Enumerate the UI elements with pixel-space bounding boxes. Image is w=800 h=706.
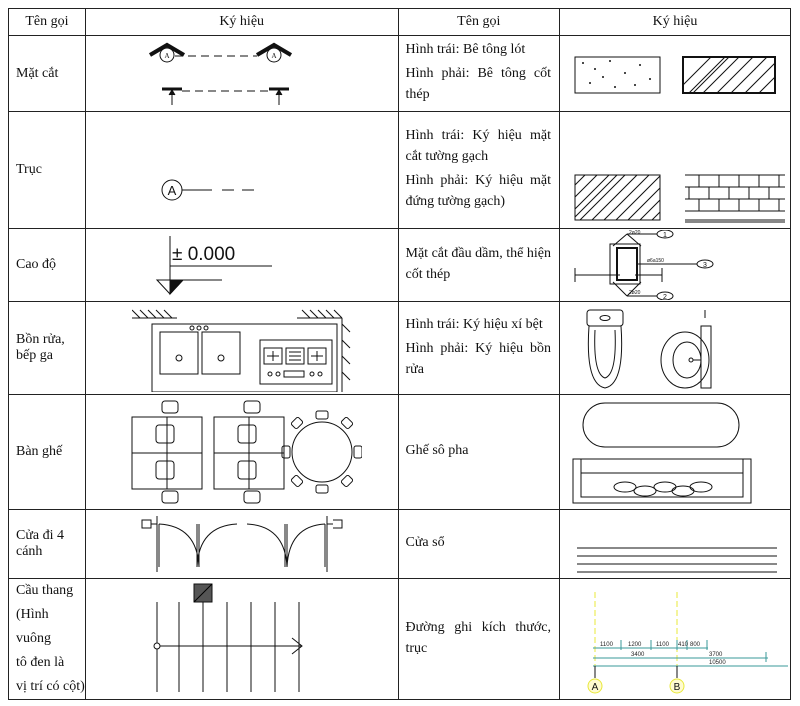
callout-2: 2 <box>663 294 667 300</box>
window-symbol <box>559 509 791 579</box>
row-name: Cao độ <box>8 228 86 302</box>
row-description: Cửa sổ <box>397 509 560 579</box>
dim-label: 1200 <box>628 642 642 648</box>
dim-label: 3400 <box>631 652 645 658</box>
desc-line: Ghế sô pha <box>405 443 469 458</box>
table-row: Cao độ ± 0.000 Mặt cắt đầu dầm, thể hiện… <box>8 228 791 302</box>
name-line: vị trí có cột) <box>16 679 85 694</box>
header-name-1: Tên gọi <box>8 8 86 36</box>
desc-line: Hình trái: Ký hiệu xí bệt <box>405 316 543 332</box>
dim-label: 1100 <box>600 642 614 648</box>
row-description: Đường ghi kích thước, trục <box>397 578 560 700</box>
desc-line: Mặt cắt đầu dầm, thể hiện cốt thép <box>405 245 552 282</box>
table-row: Bàn ghế Ghế sô pha <box>8 394 791 510</box>
brick-wall-symbols <box>559 111 791 229</box>
four-leaf-door-symbol <box>84 509 399 579</box>
header-row: Tên gọi Ký hiệu Tên gọi Ký hiệu <box>8 8 791 36</box>
callout-3: 3 <box>703 262 707 269</box>
axis-label: A <box>167 183 176 198</box>
table-row: Cửa đi 4 cánh Cửa sổ <box>8 509 791 579</box>
table-row: Bồn rửa, bếp ga Hình trái: Ký hiệu xí bệ… <box>8 301 791 395</box>
sink-stove-symbol <box>84 301 399 395</box>
table-row: Mặt cắt A A Hình trái: Bê tông lót Hình … <box>8 35 791 112</box>
row-name: Mặt cắt <box>8 35 86 112</box>
row-name: Cầu thang (Hình vuông tô đen là vị trí c… <box>8 578 86 700</box>
name-line: (Hình vuông <box>16 607 51 646</box>
dim-label: 410 <box>678 642 689 648</box>
desc-line: Đường ghi kích thước, trục <box>405 619 552 656</box>
dim-label: 1100 <box>656 642 670 648</box>
callout-1: 1 <box>663 232 667 239</box>
dim-label: 800 <box>690 642 701 648</box>
section-label: A <box>271 52 276 60</box>
dim-label: 10500 <box>709 660 726 666</box>
stair-symbol <box>84 578 399 700</box>
header-name-2: Tên gọi <box>397 8 560 36</box>
dimension-line-symbol: 1100 1200 1100 410 800 3400 3700 10500 A… <box>559 578 791 700</box>
sofa-symbol <box>559 394 791 510</box>
name-line: Cầu thang <box>16 583 74 598</box>
rebar-label: 2ø20 <box>629 290 641 296</box>
section-symbol: A A <box>84 35 399 112</box>
table-row: Cầu thang (Hình vuông tô đen là vị trí c… <box>8 578 791 700</box>
desc-line: Cửa sổ <box>405 535 445 550</box>
stirrup-label: ø6a150 <box>647 258 664 264</box>
desc-line: Hình phải: Ký hiệu mặt đứng tường gạch) <box>405 173 552 209</box>
name-line: tô đen là <box>16 655 65 670</box>
header-symbol-1: Ký hiệu <box>84 8 399 36</box>
axis-bubble-a: A <box>591 682 598 693</box>
desc-line: Hình phải: Ký hiệu bồn rửa <box>405 340 552 377</box>
row-description: Mặt cắt đầu dầm, thể hiện cốt thép <box>397 228 560 302</box>
row-description: Hình trái: Bê tông lót Hình phải: Bê tôn… <box>397 35 560 112</box>
heading-fragment <box>0 0 200 6</box>
concrete-symbols <box>559 35 791 112</box>
desc-line: Hình trái: Ký hiệu mặt cắt tường gạch <box>405 128 552 164</box>
dim-label: 3700 <box>709 652 723 658</box>
header-symbol-2: Ký hiệu <box>559 8 791 36</box>
row-name: Bồn rửa, bếp ga <box>8 301 86 395</box>
axis-bubble-b: B <box>673 682 680 693</box>
symbols-table: Tên gọi Ký hiệu Tên gọi Ký hiệu Mặt cắt … <box>8 8 791 700</box>
row-description: Hình trái: Ký hiệu mặt cắt tường gạch Hì… <box>397 111 560 229</box>
rebar-label: 2ø20 <box>629 230 641 236</box>
desc-line: Hình trái: Bê tông lót <box>405 42 526 57</box>
toilet-basin-symbols <box>559 301 791 395</box>
elevation-value: ± 0.000 <box>172 244 235 265</box>
row-name: Trục <box>8 111 86 229</box>
section-label: A <box>164 52 169 60</box>
table-row: Trục A Hình trái: Ký hiệu mặt cắt tường … <box>8 111 791 229</box>
table-chairs-symbol <box>84 394 399 510</box>
row-description: Hình trái: Ký hiệu xí bệt Hình phải: Ký … <box>397 301 560 395</box>
row-description: Ghế sô pha <box>397 394 560 510</box>
row-name: Bàn ghế <box>8 394 86 510</box>
desc-line: Hình phải: Bê tông cốt thép <box>405 66 552 102</box>
axis-symbol: A <box>84 111 399 229</box>
elevation-symbol: ± 0.000 <box>84 228 399 302</box>
beam-rebar-symbol: 2ø20 ø6a150 2ø20 1 3 2 <box>559 228 791 302</box>
row-name: Cửa đi 4 cánh <box>8 509 86 579</box>
